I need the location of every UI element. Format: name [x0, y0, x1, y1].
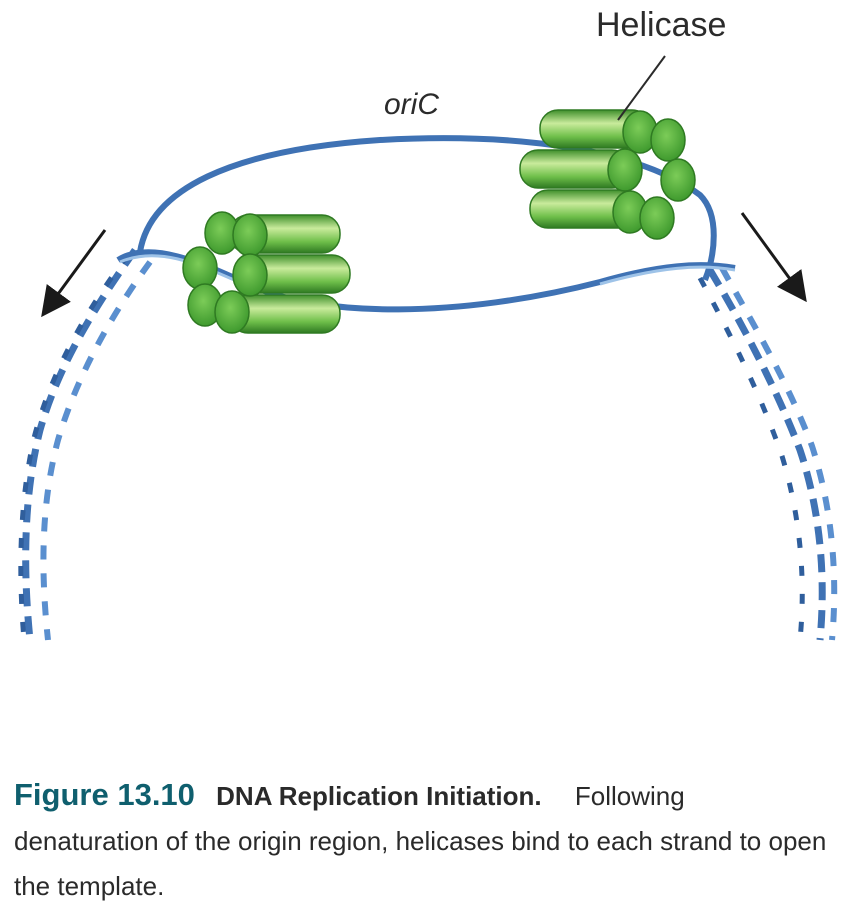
figure-caption: Figure 13.10 DNA Replication Initiation.… — [14, 772, 836, 909]
diagram-canvas — [18, 55, 838, 641]
helicase-right — [519, 109, 696, 240]
helicase-label: Helicase — [596, 6, 727, 44]
helicase-leader-line — [617, 55, 666, 121]
dna-helix-left — [18, 247, 153, 641]
left-direction-arrow-icon — [41, 229, 107, 318]
diagram: Helicase oriC — [18, 6, 838, 641]
helicase-left — [182, 211, 351, 334]
figure-number: Figure 13.10 — [14, 777, 195, 812]
figure-text: Following denaturation of the origin reg… — [14, 781, 827, 901]
origin-label: oriC — [384, 88, 440, 121]
right-direction-arrow-icon — [740, 212, 807, 303]
figure-title: DNA Replication Initiation. — [216, 781, 542, 811]
dna-helix-right — [697, 266, 838, 641]
